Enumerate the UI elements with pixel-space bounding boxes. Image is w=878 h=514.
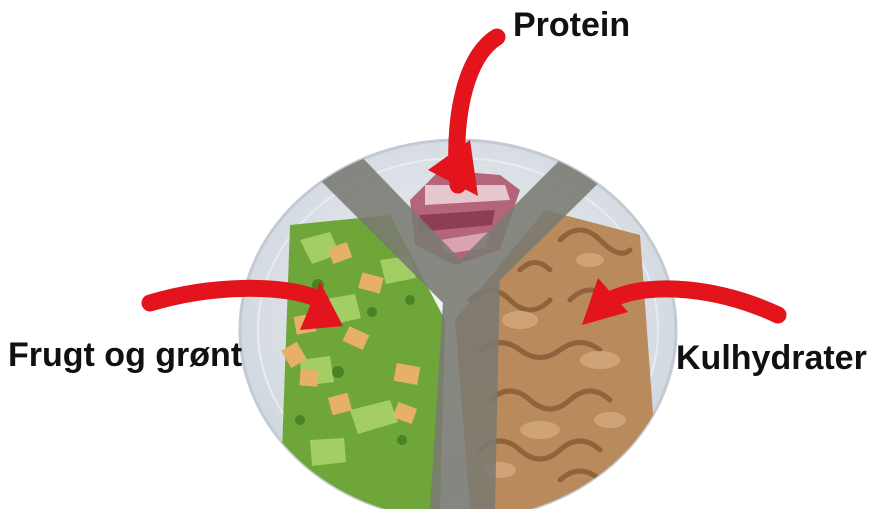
label-carbs: Kulhydrater — [676, 339, 867, 378]
label-fruit-veg: Frugt og grønt — [8, 336, 242, 375]
label-protein: Protein — [513, 6, 630, 45]
